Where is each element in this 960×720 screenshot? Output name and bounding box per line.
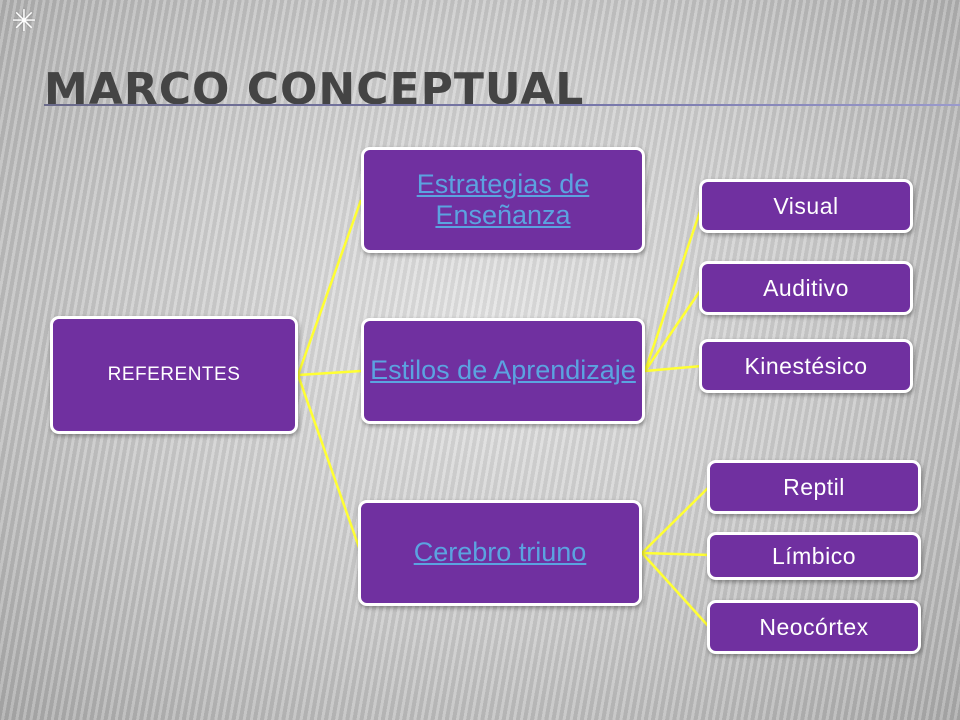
title-underline xyxy=(44,104,960,106)
node-estilos-de-aprendizaje[interactable]: Estilos de Aprendizaje xyxy=(361,318,645,424)
node-reptil: Reptil xyxy=(707,460,921,514)
node-neocortex: Neocórtex xyxy=(707,600,921,654)
node-visual: Visual xyxy=(699,179,913,233)
node-neocortex-label: Neocórtex xyxy=(759,613,869,640)
node-reptil-label: Reptil xyxy=(783,473,845,500)
connector-cerebro-limbico xyxy=(641,551,711,557)
connector-estilos-kinestesico xyxy=(644,364,703,373)
node-estilos-link[interactable]: Estilos de Aprendizaje xyxy=(370,355,636,386)
connector-root-estrategias xyxy=(296,199,363,376)
node-kinestesico: Kinestésico xyxy=(699,339,913,393)
connector-root-cerebro xyxy=(296,374,363,554)
node-auditivo: Auditivo xyxy=(699,261,913,315)
node-limbico: Límbico xyxy=(707,532,921,580)
node-visual-label: Visual xyxy=(773,192,839,219)
node-referentes-label: REFERENTES xyxy=(107,364,241,385)
node-cerebro-triuno[interactable]: Cerebro triuno xyxy=(358,500,642,606)
star-logo-icon: ✳ xyxy=(11,5,37,38)
node-limbico-label: Límbico xyxy=(771,542,857,569)
node-cerebro-link[interactable]: Cerebro triuno xyxy=(413,537,587,568)
connector-estilos-visual xyxy=(643,205,704,372)
node-estrategias-de-ensenanza[interactable]: Estrategias de Enseñanza xyxy=(361,147,645,253)
connector-estilos-auditivo xyxy=(643,287,704,372)
connector-root-estilos xyxy=(297,369,362,377)
connector-cerebro-reptil xyxy=(641,485,711,554)
node-auditivo-label: Auditivo xyxy=(763,274,849,301)
node-kinestesico-label: Kinestésico xyxy=(744,352,868,379)
connector-cerebro-neocortex xyxy=(641,552,711,629)
node-estrategias-link[interactable]: Estrategias de Enseñanza xyxy=(416,168,590,230)
node-referentes: REFERENTES xyxy=(50,316,298,434)
